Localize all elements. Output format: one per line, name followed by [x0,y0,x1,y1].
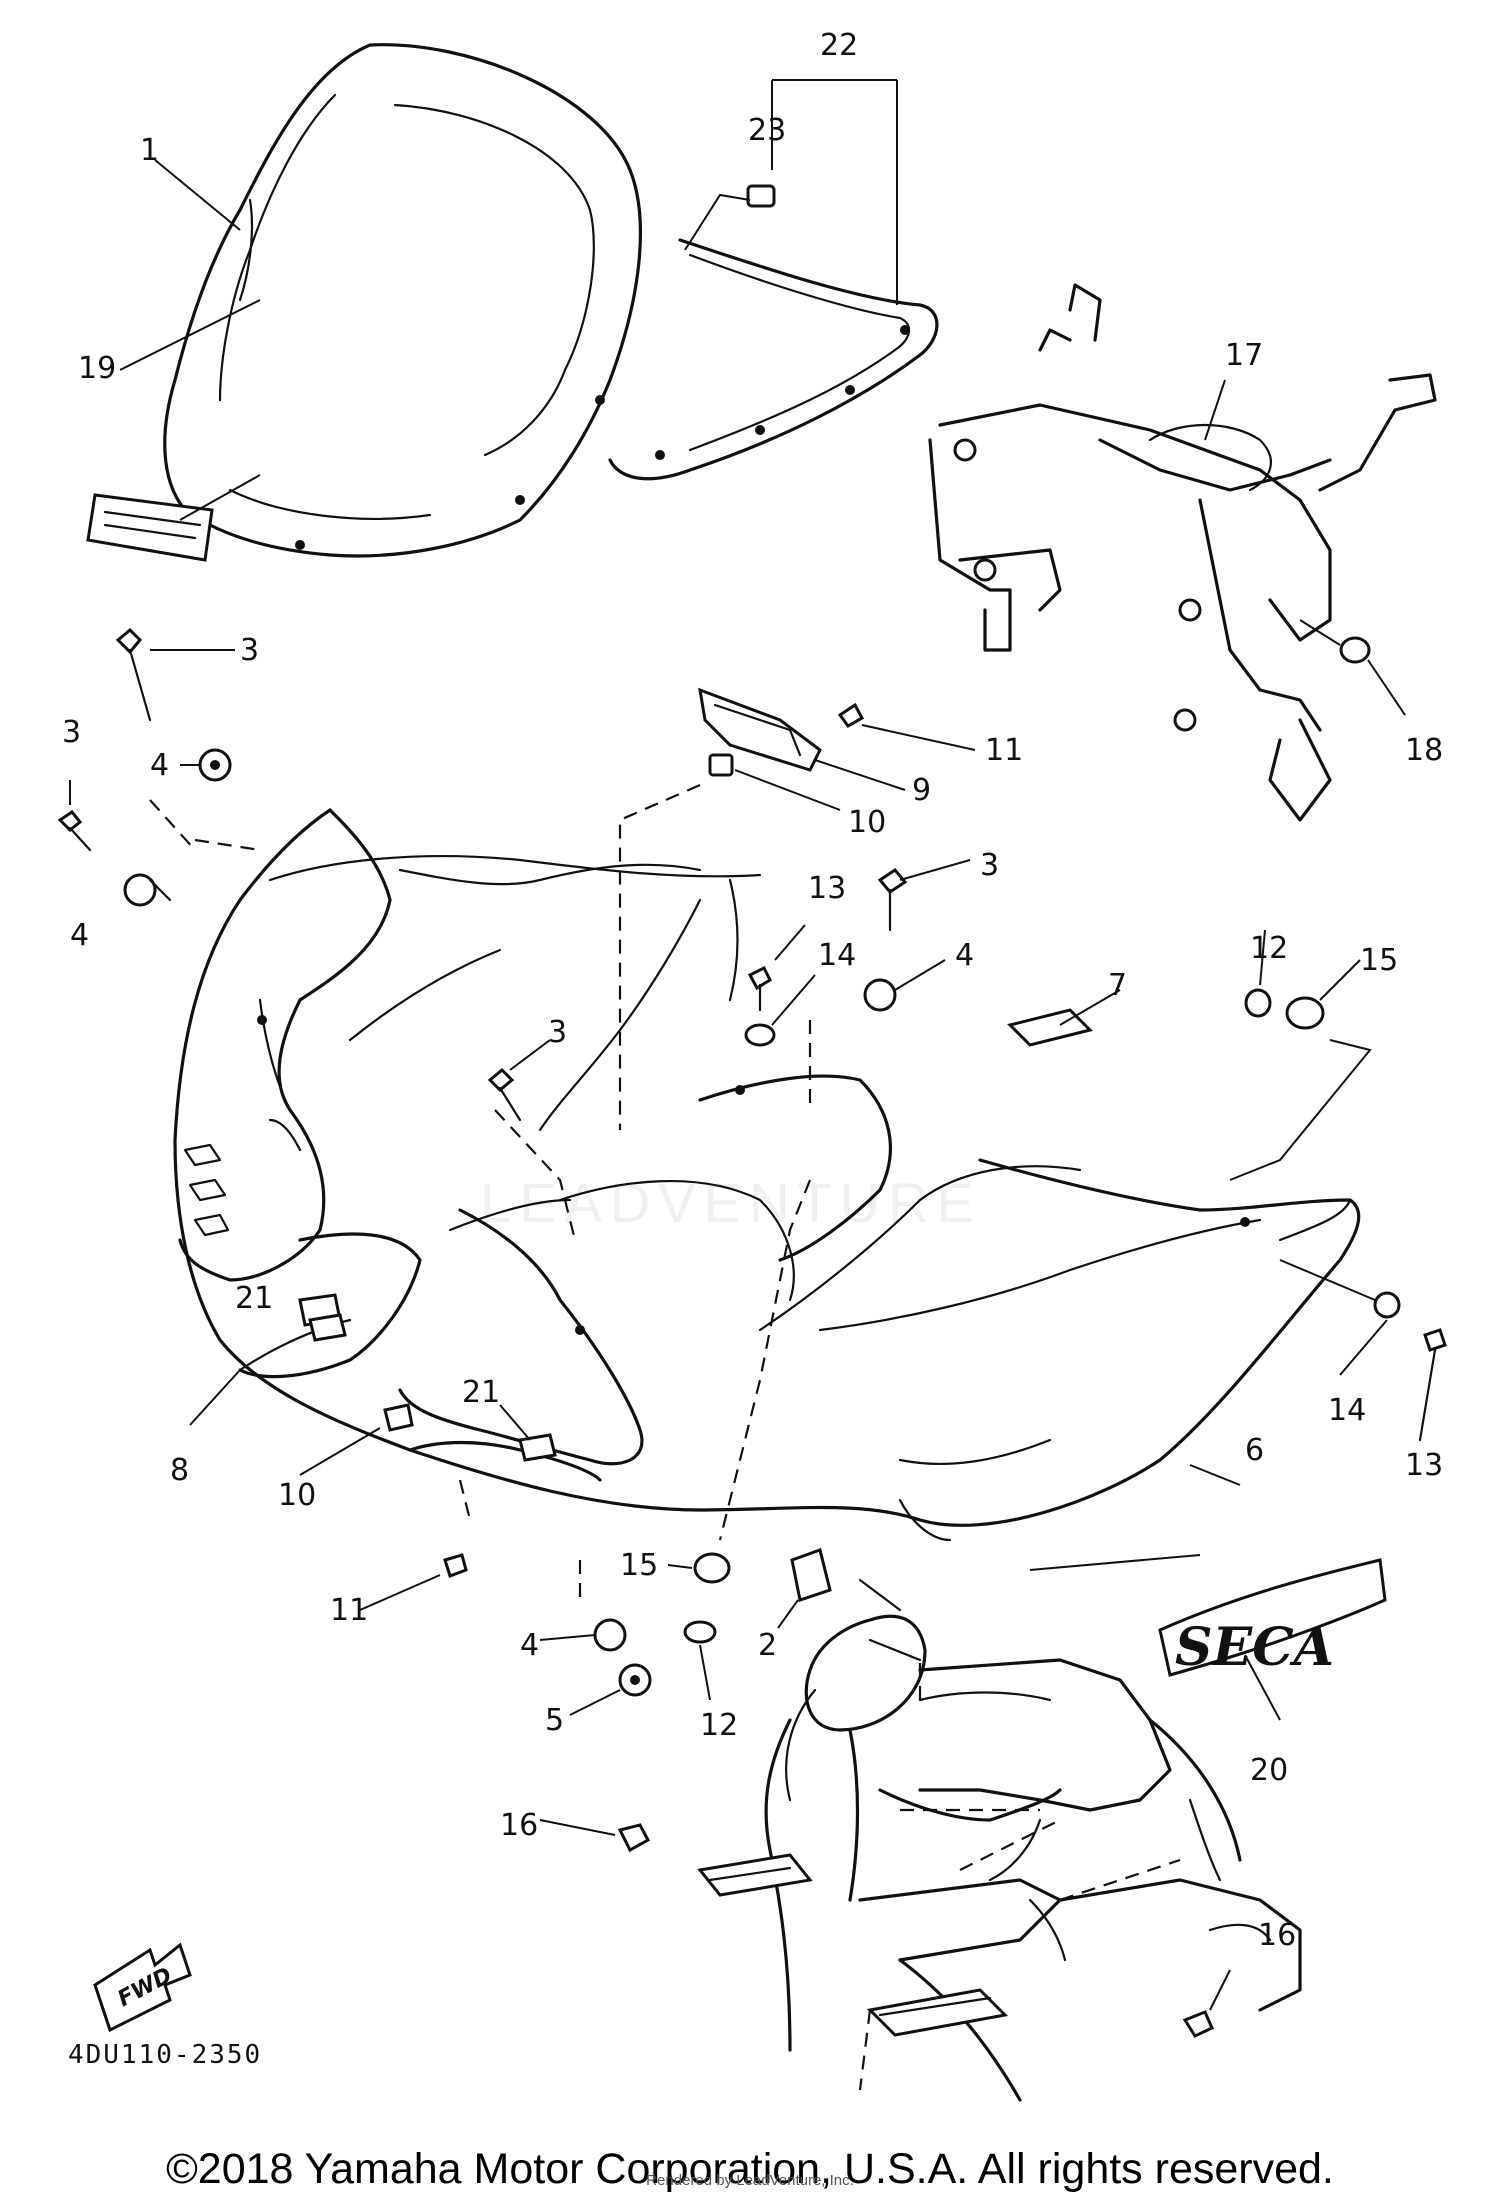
callout-3-d: 3 [548,1015,567,1050]
assembly-lines [149,783,812,1600]
upper-cowling[interactable] [173,808,1361,1542]
callout-14-a: 14 [818,938,856,973]
nut-10-a[interactable] [708,753,841,811]
callout-12-a: 12 [1250,931,1288,966]
screw-11-a[interactable] [837,702,976,751]
collar-4-b[interactable] [123,873,172,907]
callout-4-c: 4 [955,938,974,973]
collar-15-a[interactable] [1229,959,1372,1181]
part-callouts: 1 19 22 23 17 18 3 3 4 4 11 9 10 3 13 14… [62,28,1443,1953]
callout-11-b: 11 [330,1593,368,1628]
callout-22: 22 [820,28,858,63]
callout-10-a: 10 [848,805,886,840]
callout-10-b: 10 [278,1478,316,1513]
diagram-code: 4DU110-2350 [68,2040,263,2070]
callout-1: 1 [140,133,159,168]
decal-7[interactable] [1007,989,1121,1047]
side-cover-8[interactable] [178,808,422,1379]
callout-20: 20 [1250,1753,1288,1788]
callout-8: 8 [170,1453,189,1488]
screw-13-b[interactable] [1418,1328,1447,1442]
screw-11-b[interactable] [359,1553,468,1611]
callout-3-c: 3 [980,848,999,883]
collar-4-a[interactable] [180,748,232,782]
collar-4-d[interactable] [539,1618,627,1652]
callout-21-b: 21 [462,1375,500,1410]
nut-10-b[interactable] [299,1403,414,1476]
collar-15-b[interactable] [667,1552,731,1584]
cowling-stay[interactable] [928,283,1437,822]
leader-lines [119,159,1241,1571]
callout-11-a: 11 [985,733,1023,768]
callout-2-b: 2 [758,1628,777,1663]
callout-21-a: 21 [235,1281,273,1316]
grommet-16-a[interactable] [539,1819,651,1853]
clip-23[interactable] [684,184,776,251]
callout-12-b: 12 [700,1708,738,1743]
bracket-9[interactable] [698,687,906,791]
callout-18: 18 [1405,733,1443,768]
callout-17: 17 [1225,338,1263,373]
callout-16-a: 16 [500,1808,538,1843]
callout-23: 23 [748,113,786,148]
damper-2-b[interactable] [777,1548,832,1629]
grommet-18[interactable] [1299,619,1406,716]
screw-3-c[interactable] [877,859,971,932]
windshield[interactable] [163,43,642,558]
render-credit: Rendered by LeadVenture, Inc. [646,2172,854,2189]
windshield-decal[interactable] [86,493,214,562]
callout-4-d: 4 [520,1628,539,1663]
callout-13-a: 13 [808,871,846,906]
grommet-16-b[interactable] [1182,1969,1231,2038]
callout-4-a: 4 [150,748,169,783]
callout-3-a: 3 [240,633,259,668]
inner-panel[interactable] [398,1074,892,1482]
washer-14-a[interactable] [744,974,816,1047]
windshield-frame[interactable] [608,238,939,481]
seca-emblem-text: SECA [1175,1617,1334,1678]
grommet-12-a[interactable] [1244,929,1272,1018]
callout-5: 5 [545,1703,564,1738]
screw-3-a[interactable] [115,627,235,722]
fwd-arrow-icon: FWD [93,1942,192,2033]
leadventure-watermark: LEADVENTURE [480,1171,982,1234]
callout-6: 6 [1245,1433,1264,1468]
callout-19: 19 [78,351,116,386]
screw-3-b[interactable] [57,780,92,852]
screw-13-a[interactable] [747,924,806,1012]
washer-14-b[interactable] [1279,1259,1401,1376]
callout-3-b: 3 [62,715,81,750]
frame-outline [697,1578,1302,2102]
callout-15-b: 15 [620,1548,658,1583]
callout-7: 7 [1108,968,1127,1003]
callout-16-b: 16 [1258,1918,1296,1953]
callout-15-a: 15 [1360,943,1398,978]
callout-4-b: 4 [70,918,89,953]
nut-5[interactable] [569,1663,652,1716]
callout-14-b: 14 [1328,1393,1366,1428]
seca-emblem[interactable]: SECA [1158,1558,1387,1721]
plate-21-a[interactable] [308,1313,347,1342]
plate-21-b[interactable] [499,1404,557,1462]
grommet-12-b[interactable] [683,1620,717,1701]
callout-13-b: 13 [1405,1448,1443,1483]
screw-3-d[interactable] [487,1039,551,1122]
copyright-notice: ©2018 Yamaha Motor Corporation, U.S.A. A… [166,2145,1334,2193]
callout-9: 9 [912,773,931,808]
collar-4-c[interactable] [863,959,946,1012]
